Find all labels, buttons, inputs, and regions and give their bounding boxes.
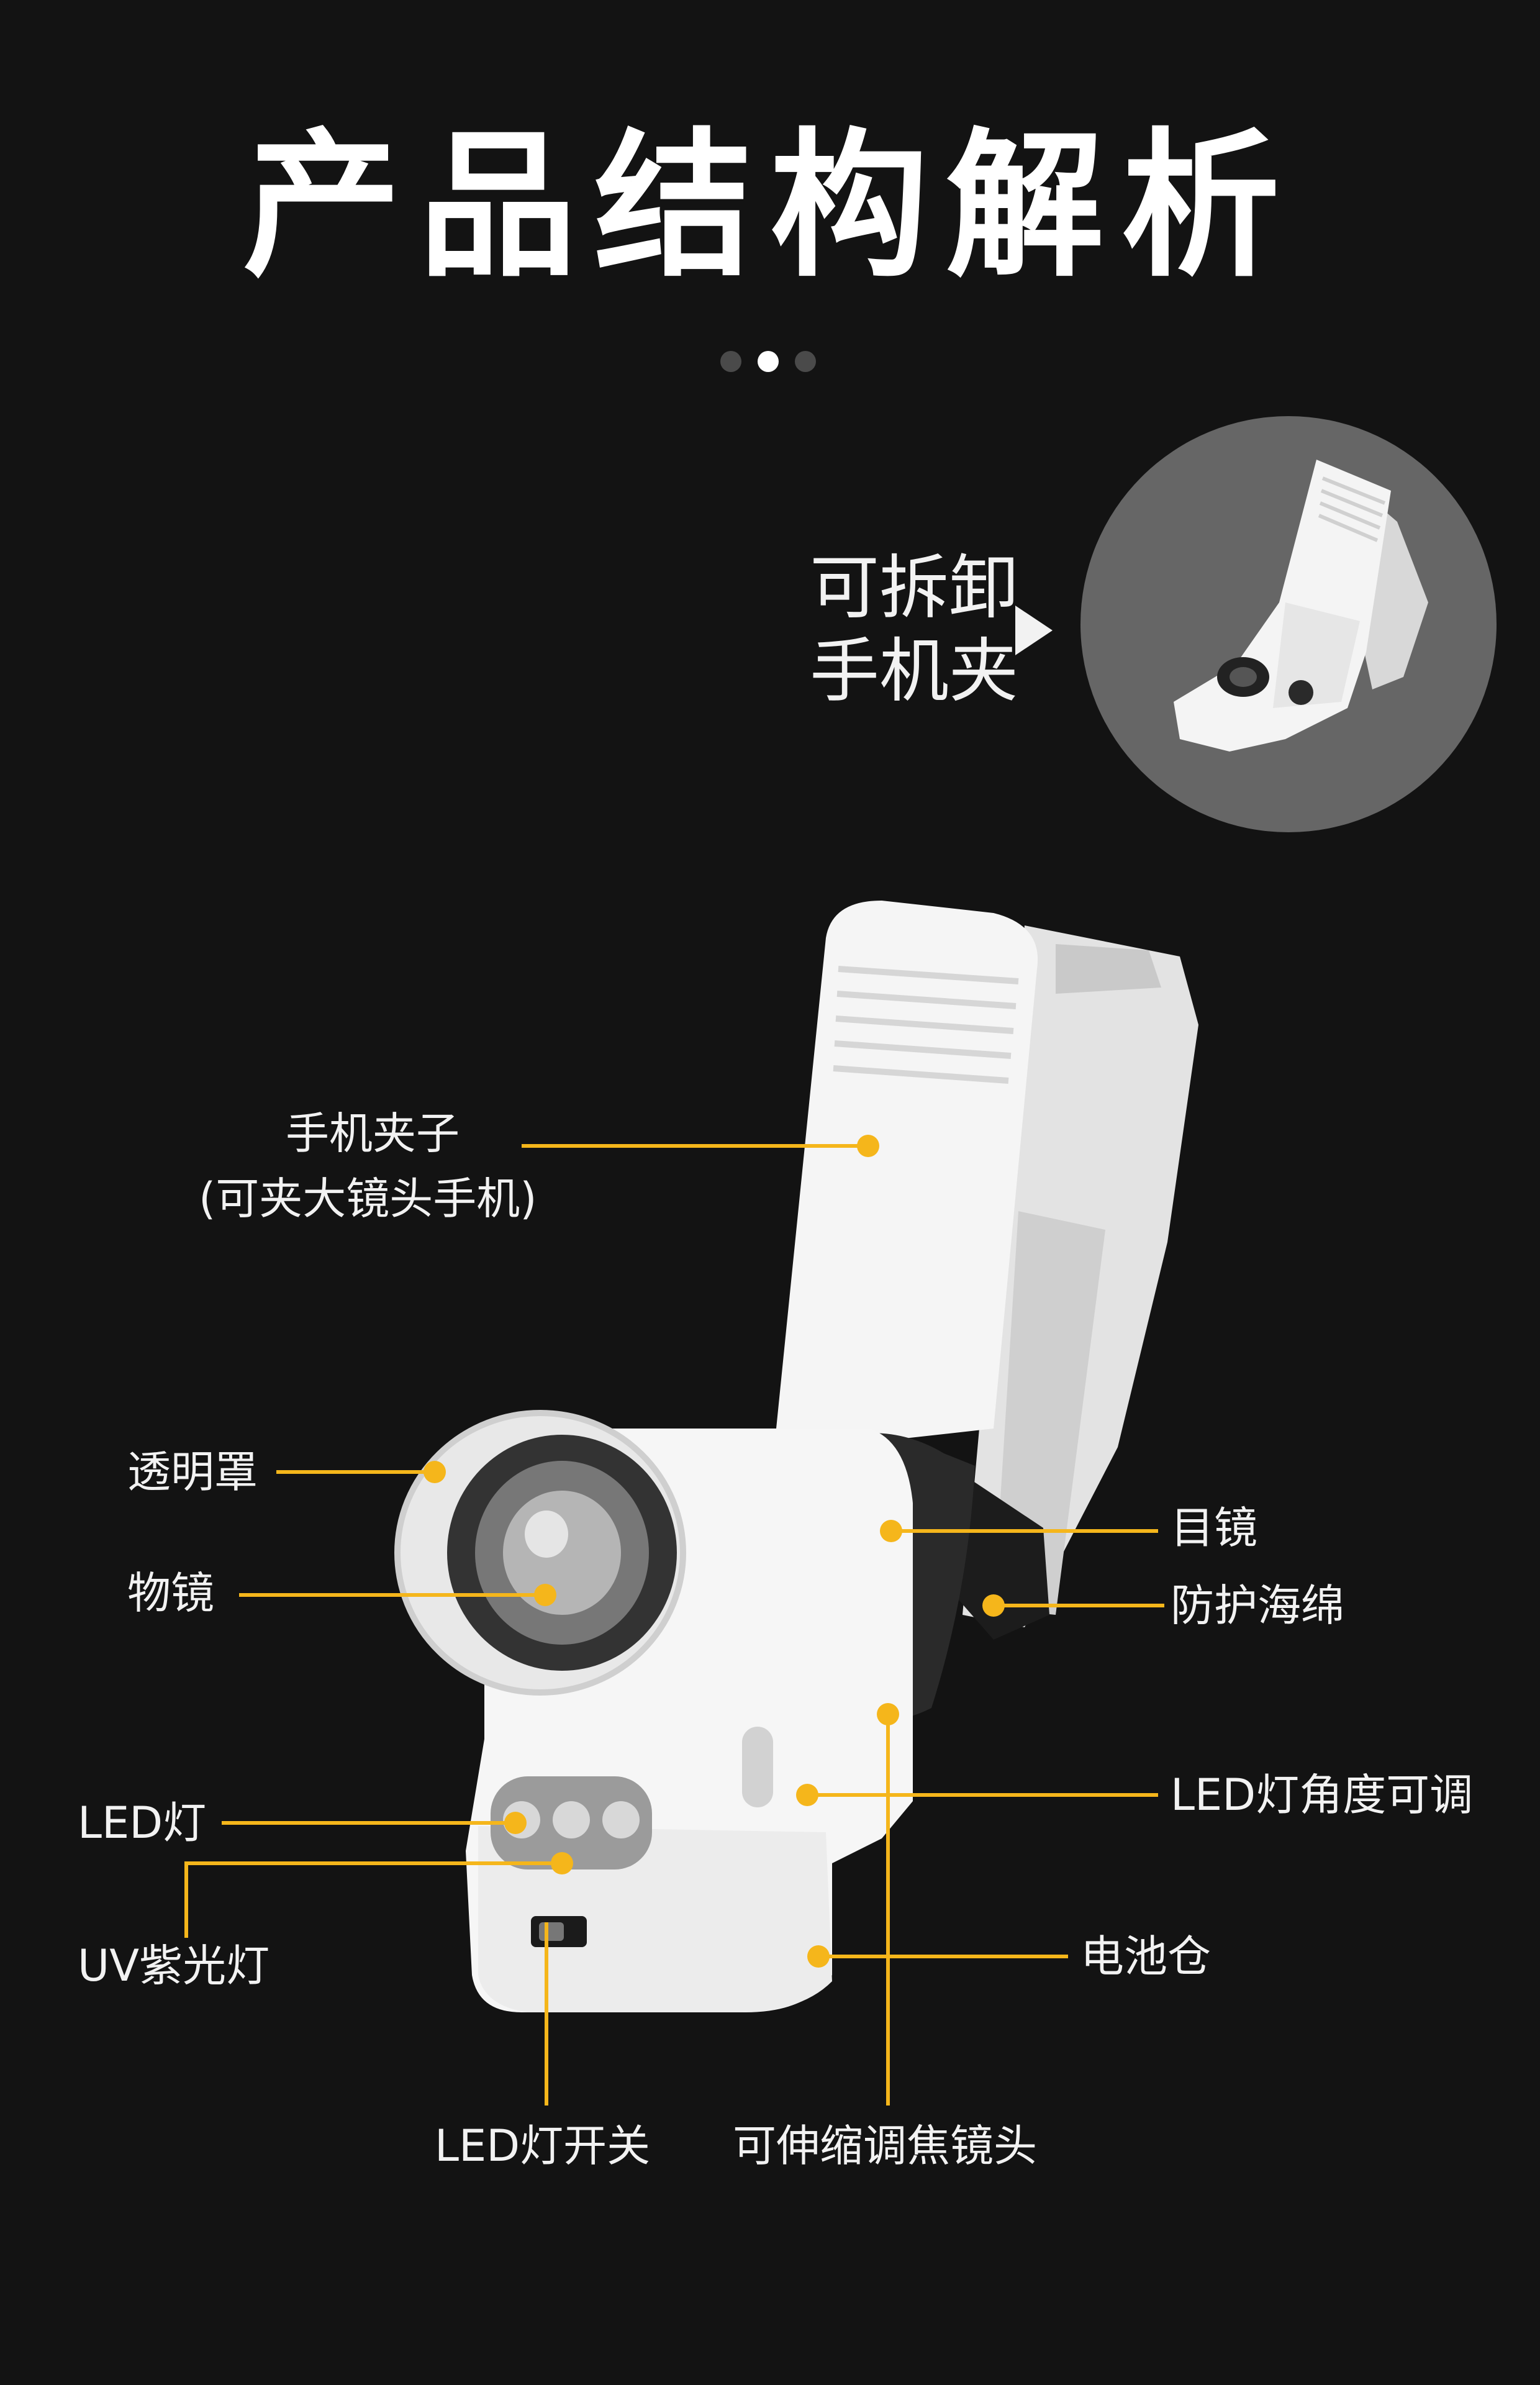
- phone-clip-arm: [776, 901, 1038, 1441]
- label-transparent-cover: 透明罩: [127, 1447, 258, 1497]
- inset-label-line1: 可拆卸: [810, 548, 1018, 629]
- inset-label: 可拆卸 手机夹: [745, 547, 1018, 714]
- uv-bulb: [553, 1801, 590, 1838]
- callout-dot: [880, 1520, 902, 1542]
- pagination-dot-active[interactable]: [758, 351, 779, 372]
- label-eyepiece: 目镜: [1171, 1502, 1257, 1553]
- pagination-dot[interactable]: [795, 351, 816, 372]
- label-led-light: LED灯: [78, 1797, 207, 1848]
- inset-label-line2: 手机夹: [810, 631, 1018, 712]
- label-protective-sponge: 防护海绵: [1171, 1580, 1344, 1631]
- led-angle-slot: [742, 1727, 773, 1807]
- callout-dot: [982, 1594, 1005, 1617]
- pagination-dots: [720, 351, 820, 376]
- callout-dot: [807, 1945, 830, 1968]
- label-uv-light: UV紫光灯: [78, 1940, 270, 1991]
- callout-dot: [857, 1135, 879, 1157]
- led-bulb: [602, 1801, 640, 1838]
- label-battery-compartment: 电池仓: [1080, 1931, 1211, 1982]
- clip-photo: [1174, 460, 1428, 752]
- detachable-clip-inset: [1080, 416, 1497, 832]
- callout-dot: [504, 1812, 527, 1834]
- callout-dot: [551, 1852, 573, 1874]
- page-title: 产品结构解析: [242, 114, 1297, 299]
- protective-sponge: [950, 1466, 1049, 1640]
- label-objective-lens: 物镜: [127, 1568, 214, 1619]
- callout-dot: [534, 1584, 556, 1606]
- pagination-dot[interactable]: [720, 351, 741, 372]
- callout-dot: [796, 1784, 818, 1806]
- label-led-angle: LED灯角度可调: [1171, 1769, 1474, 1820]
- callout-dot: [424, 1461, 446, 1483]
- play-arrow-icon: [1015, 606, 1053, 655]
- label-focus-lens: 可伸缩调焦镜头: [733, 2120, 1037, 2171]
- callout-dot: [877, 1703, 899, 1725]
- label-phone-clip-note: (可夹大镜头手机): [199, 1173, 537, 1224]
- label-phone-clip: 手机夹子: [286, 1108, 460, 1159]
- label-led-switch: LED灯开关: [435, 2120, 651, 2171]
